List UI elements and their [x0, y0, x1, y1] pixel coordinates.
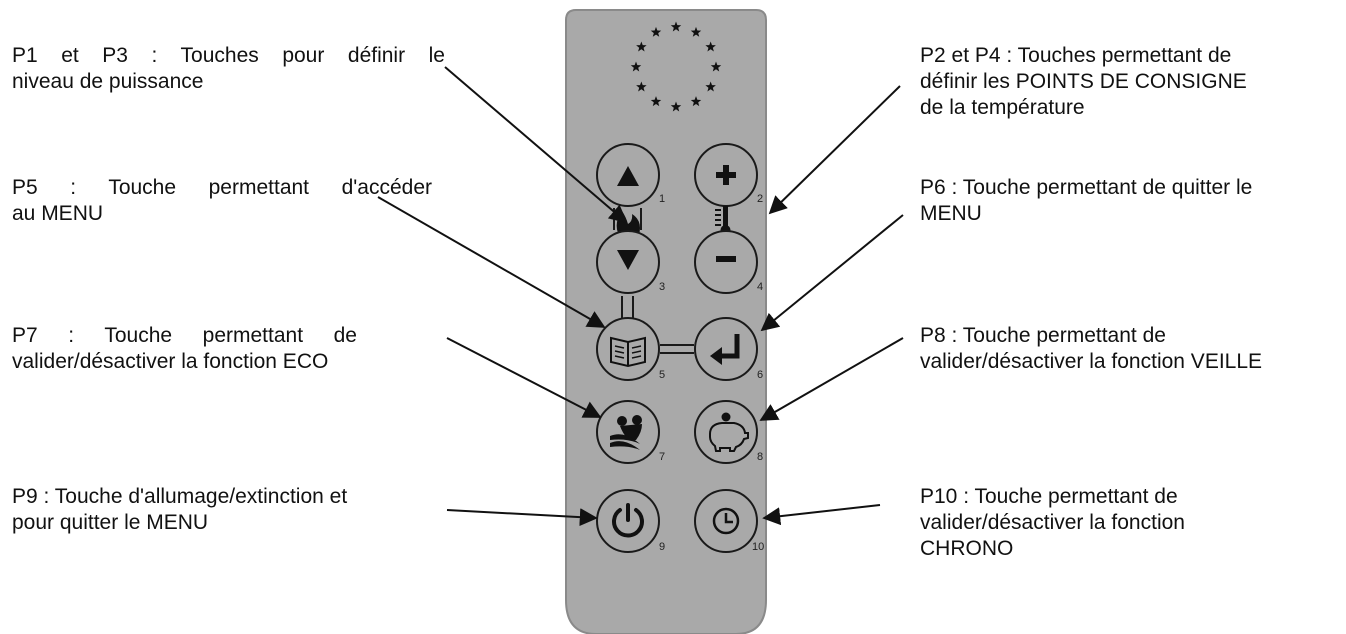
caption-line: P10 : Touche permettant de	[920, 485, 1178, 508]
key-p1[interactable]: 1	[596, 143, 665, 207]
key-number-7: 7	[659, 451, 665, 463]
key-p8[interactable]: 8	[694, 400, 763, 464]
caption-line: CHRONO	[920, 537, 1014, 560]
star-icon	[630, 61, 642, 72]
leader-arrow-p7	[446, 337, 602, 418]
key-number-8: 8	[757, 451, 763, 463]
star-icon	[670, 101, 682, 112]
star-icon	[690, 96, 702, 107]
star-icon	[650, 96, 662, 107]
key-number-1: 1	[659, 193, 665, 205]
caption-p9: P9 : Touche d'allumage/extinction et pou…	[12, 484, 442, 536]
key-p4[interactable]: 4	[694, 230, 763, 294]
star-icon	[636, 81, 647, 92]
minus-icon	[716, 256, 736, 262]
caption-p7: P7 : Touche permettant de valider/désact…	[12, 323, 357, 375]
star-icon	[650, 26, 662, 37]
eco-icon	[610, 415, 642, 450]
star-icon	[705, 41, 716, 52]
caption-p10: P10 : Touche permettant de valider/désac…	[920, 484, 1330, 562]
key-number-9: 9	[659, 541, 665, 553]
key-number-2: 2	[757, 193, 763, 205]
caption-line: P8 : Touche permettant de	[920, 324, 1166, 347]
leader-arrow-p1-p3	[444, 66, 628, 224]
key-number-6: 6	[757, 369, 763, 381]
key-number-4: 4	[757, 281, 763, 293]
caption-line: P9 : Touche d'allumage/extinction et	[12, 485, 348, 508]
key-p2[interactable]: 2	[694, 143, 763, 207]
enter-icon	[710, 334, 740, 365]
caption-line: P6 : Touche permettant de quitter le	[920, 176, 1253, 199]
plus-icon	[716, 165, 736, 185]
caption-line: au MENU	[12, 202, 104, 225]
book-icon	[610, 336, 646, 368]
caption-line: P1 et P3 : Touches pour définir le	[12, 44, 445, 67]
caption-line: valider/désactiver la fonction ECO	[12, 350, 329, 373]
leader-arrow-p10	[762, 504, 881, 526]
key-p5[interactable]: 5	[596, 317, 665, 381]
star-icon	[670, 21, 682, 32]
leader-arrow-p5	[377, 196, 606, 328]
key-number-10: 10	[752, 541, 764, 553]
key-p10[interactable]: 10	[694, 489, 764, 553]
caption-line: MENU	[920, 202, 982, 225]
key-number-3: 3	[659, 281, 665, 293]
leader-arrow-p6	[760, 214, 904, 332]
caption-line: niveau de puissance	[12, 70, 204, 93]
leader-arrow-p2-p4	[768, 85, 901, 215]
piggy-bank-icon	[709, 412, 749, 452]
star-icon	[710, 61, 722, 72]
star-icon	[636, 41, 647, 52]
caption-p5: P5 : Touche permettant d'accéder au MENU	[12, 175, 432, 227]
caption-line: P5 : Touche permettant d'accéder	[12, 176, 432, 199]
clock-icon	[712, 507, 740, 535]
leader-arrow-p9	[446, 508, 598, 527]
caption-line: P7 : Touche permettant de	[12, 324, 357, 347]
caption-p1-p3: P1 et P3 : Touches pour définir le nivea…	[12, 43, 445, 95]
caption-line: P2 et P4 : Touches permettant de	[920, 44, 1232, 67]
power-icon	[612, 503, 644, 538]
caption-p2-p4: P2 et P4 : Touches permettant de définir…	[920, 43, 1330, 121]
key-number-5: 5	[659, 369, 665, 381]
caption-p8: P8 : Touche permettant de valider/désact…	[920, 323, 1340, 375]
caption-line: définir les POINTS DE CONSIGNE	[920, 70, 1247, 93]
arrow-down-icon	[617, 250, 639, 270]
caption-p6: P6 : Touche permettant de quitter le MEN…	[920, 175, 1330, 227]
leader-arrow-p8	[759, 337, 904, 421]
key-p9[interactable]: 9	[596, 489, 665, 553]
caption-line: pour quitter le MENU	[12, 511, 209, 534]
star-icon	[690, 26, 702, 37]
arrow-up-icon	[617, 166, 639, 186]
key-p3[interactable]: 3	[596, 230, 665, 294]
eu-stars-logo	[630, 21, 722, 112]
key-p7[interactable]: 7	[596, 400, 665, 464]
caption-line: de la température	[920, 96, 1085, 119]
star-icon	[705, 81, 716, 92]
key-p6[interactable]: 6	[694, 317, 763, 381]
caption-line: valider/désactiver la fonction VEILLE	[920, 350, 1263, 373]
caption-line: valider/désactiver la fonction	[920, 511, 1185, 534]
